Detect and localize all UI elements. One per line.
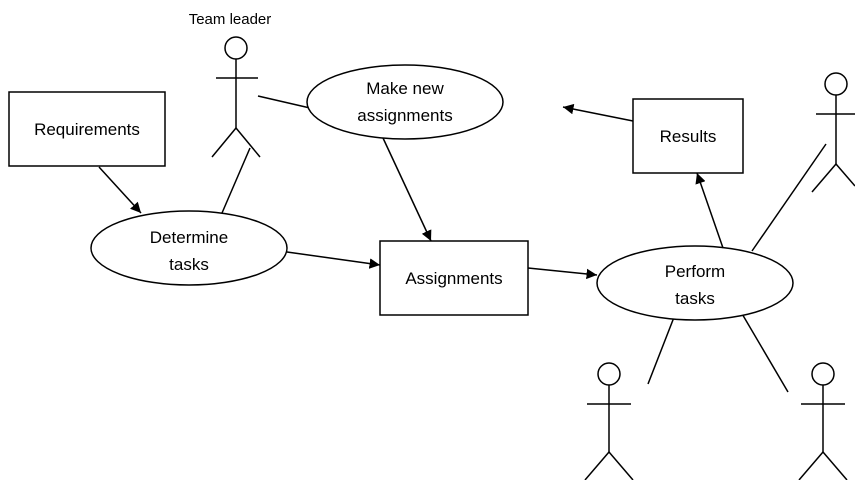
assignments-label: Assignments	[405, 269, 502, 288]
perform-tasks-label-line1: Perform	[665, 262, 725, 281]
perform-tasks-label-line2: tasks	[675, 289, 715, 308]
determine-tasks-ellipse	[90, 210, 288, 286]
arrow-assignments-to-perform-tasks	[527, 267, 598, 280]
leader-to-make-assignments-link	[257, 95, 311, 109]
determine-tasks-label-line2: tasks	[169, 255, 209, 274]
leader-to-determine-tasks-link	[221, 147, 251, 214]
arrow-perform-tasks-to-results	[695, 172, 724, 249]
make-new-assignments-ellipse	[306, 64, 504, 140]
team-leader-head	[224, 36, 248, 60]
assignments-box	[379, 240, 529, 316]
perform-to-worker-top-link	[751, 143, 827, 252]
arrow-determine-tasks-to-assignments	[286, 251, 381, 269]
worker-actor-bottom-right	[798, 362, 848, 480]
determine-tasks-label-line1: Determine	[150, 228, 228, 247]
make-new-assignments-label-line2: assignments	[357, 106, 452, 125]
perform-to-worker-right-link	[740, 311, 789, 393]
arrow-requirements-to-determine-tasks	[98, 166, 142, 214]
worker-actor-top-right	[811, 72, 855, 193]
make-new-assignments-label-line1: Make new	[366, 79, 444, 98]
requirements-box	[8, 91, 166, 167]
requirements-label: Requirements	[34, 120, 140, 139]
team-leader-label: Team leader	[189, 11, 272, 28]
team-leader-actor	[211, 36, 261, 158]
arrow-make-assignments-to-assignments	[382, 137, 432, 242]
results-box	[632, 98, 744, 174]
perform-tasks-ellipse	[596, 245, 794, 321]
arrow-results-to-make-assignments	[562, 103, 634, 122]
results-label: Results	[660, 127, 717, 146]
worker-actor-bottom-left	[584, 362, 634, 480]
